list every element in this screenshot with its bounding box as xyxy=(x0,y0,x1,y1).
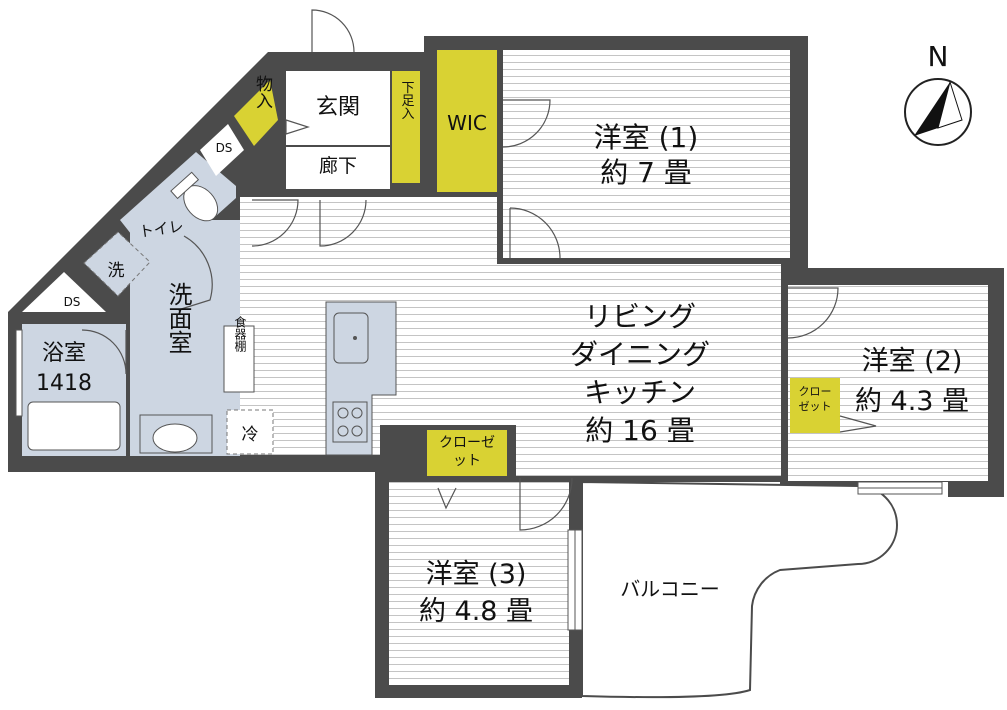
north-label: N xyxy=(928,40,949,73)
kitchen-counter xyxy=(325,301,397,456)
ds-lower-label: DS xyxy=(64,295,81,309)
shoe-storage xyxy=(392,71,420,183)
bathroom-label: 浴室 xyxy=(42,341,86,366)
dish-shelf xyxy=(223,325,255,393)
western-room-3-size: 約 4.8 畳 xyxy=(419,596,533,627)
bathtub xyxy=(27,401,121,451)
closet-western-2-label: クローゼット xyxy=(798,385,832,413)
toilet-floor xyxy=(120,152,236,268)
wic-label: WIC xyxy=(447,111,487,135)
storage-label: 物入 xyxy=(252,75,273,109)
balcony-label: バルコニー xyxy=(620,577,720,601)
walk-in-closet xyxy=(437,50,497,192)
hallway-label: 廊下 xyxy=(319,155,357,177)
washroom-label: 洗面室 xyxy=(164,282,192,354)
western-room-1-size: 約 7 畳 xyxy=(600,156,692,189)
ds-upper-shaft xyxy=(200,124,244,176)
fridge xyxy=(226,409,274,455)
western-room-3-name: 洋室 (3) xyxy=(426,559,527,590)
doors xyxy=(81,9,877,531)
western-room-1-floor xyxy=(503,50,790,258)
ds-upper-label: DS xyxy=(216,141,233,155)
ldk-label-kitchen: キッチン xyxy=(584,376,696,409)
bathroom-size: 1418 xyxy=(36,371,92,396)
closet-western-2 xyxy=(790,378,840,433)
western-room-2-name: 洋室 (2) xyxy=(862,346,963,377)
ldk-floor xyxy=(240,197,781,476)
compass: N xyxy=(904,40,972,146)
ldk-label-dining: ダイニング xyxy=(570,338,710,371)
balcony-outline xyxy=(581,480,898,699)
closet-ldk-label: クローゼット xyxy=(439,435,495,469)
ldk-label-living: リビング xyxy=(584,300,696,333)
western-room-1-name: 洋室 (1) xyxy=(594,121,699,154)
western-room-2-size: 約 4.3 畳 xyxy=(855,386,969,417)
ldk-size: 約 16 畳 xyxy=(585,414,694,447)
shoe-storage-label: 下足入 xyxy=(399,81,415,120)
fridge-label: 冷 xyxy=(242,425,259,445)
entrance-floor xyxy=(286,71,390,189)
western-room-3-floor xyxy=(389,482,569,685)
closet-ldk xyxy=(427,430,507,476)
washer-label: 洗 xyxy=(108,261,125,281)
storage-unit xyxy=(234,80,278,146)
washer-area xyxy=(83,231,151,297)
entrance-label: 玄関 xyxy=(316,95,360,120)
ds-lower-shaft xyxy=(22,272,106,312)
dish-shelf-label: 食器棚 xyxy=(233,315,247,353)
